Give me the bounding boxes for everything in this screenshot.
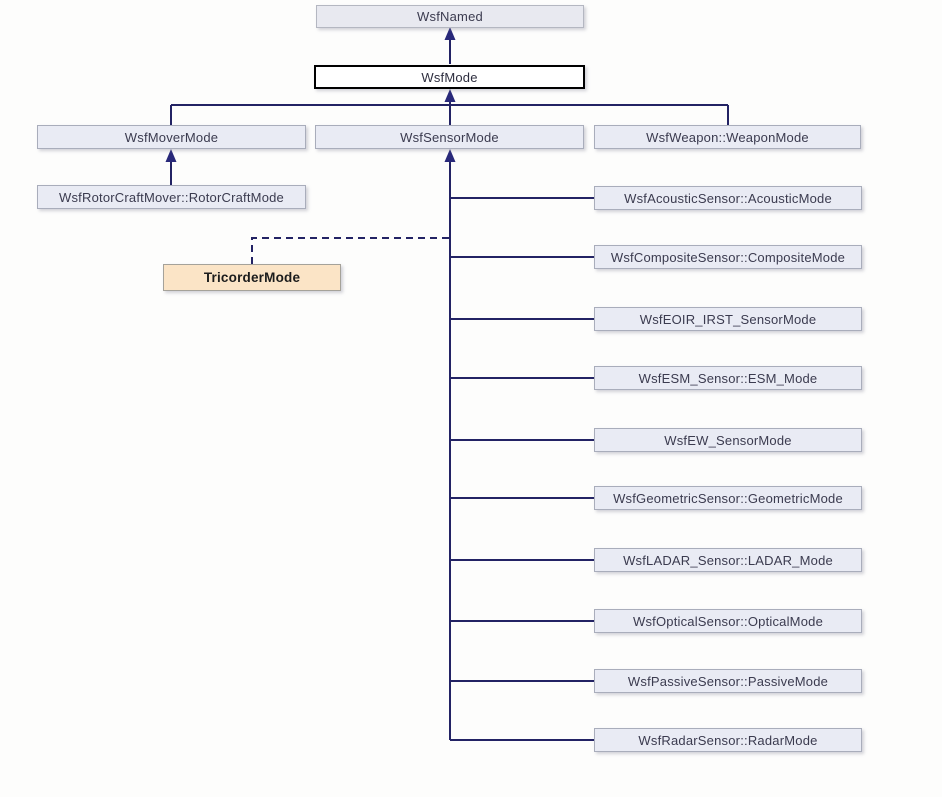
node-wsfopticalsensor-opticalmode: WsfOpticalSensor::OpticalMode bbox=[594, 609, 862, 633]
node-wsfpassivesensor-passivemode: WsfPassiveSensor::PassiveMode bbox=[594, 669, 862, 693]
node-wsfmovermode: WsfMoverMode bbox=[37, 125, 306, 149]
arrowhead-wsfmode bbox=[444, 89, 456, 102]
node-wsfew-sensormode: WsfEW_SensorMode bbox=[594, 428, 862, 452]
node-tricordermode: TricorderMode bbox=[163, 264, 341, 291]
node-wsfrotorcraftmover-rotorcraftmode: WsfRotorCraftMover::RotorCraftMode bbox=[37, 185, 306, 209]
node-wsfgeometricsensor-geometricmode: WsfGeometricSensor::GeometricMode bbox=[594, 486, 862, 510]
arrowhead-movermode bbox=[165, 149, 177, 162]
arrowhead-wsfnamed bbox=[444, 27, 456, 40]
node-wsfcompositesensor-compositemode: WsfCompositeSensor::CompositeMode bbox=[594, 245, 862, 269]
node-wsfradarsensor-radarmode: WsfRadarSensor::RadarMode bbox=[594, 728, 862, 752]
node-wsfesm-sensor-esm-mode: WsfESM_Sensor::ESM_Mode bbox=[594, 366, 862, 390]
node-wsfladar-sensor-ladar-mode: WsfLADAR_Sensor::LADAR_Mode bbox=[594, 548, 862, 572]
node-wsfeoir-irst-sensormode: WsfEOIR_IRST_SensorMode bbox=[594, 307, 862, 331]
connector-tricorder-dashed bbox=[251, 237, 450, 264]
node-wsfnamed: WsfNamed bbox=[316, 5, 584, 28]
node-wsfweapon-weaponmode: WsfWeapon::WeaponMode bbox=[594, 125, 861, 149]
node-wsfsensormode: WsfSensorMode bbox=[315, 125, 584, 149]
arrowhead-sensormode bbox=[444, 149, 456, 162]
node-wsfacousticsensor-acousticmode: WsfAcousticSensor::AcousticMode bbox=[594, 186, 862, 210]
node-wsfmode: WsfMode bbox=[314, 65, 585, 89]
